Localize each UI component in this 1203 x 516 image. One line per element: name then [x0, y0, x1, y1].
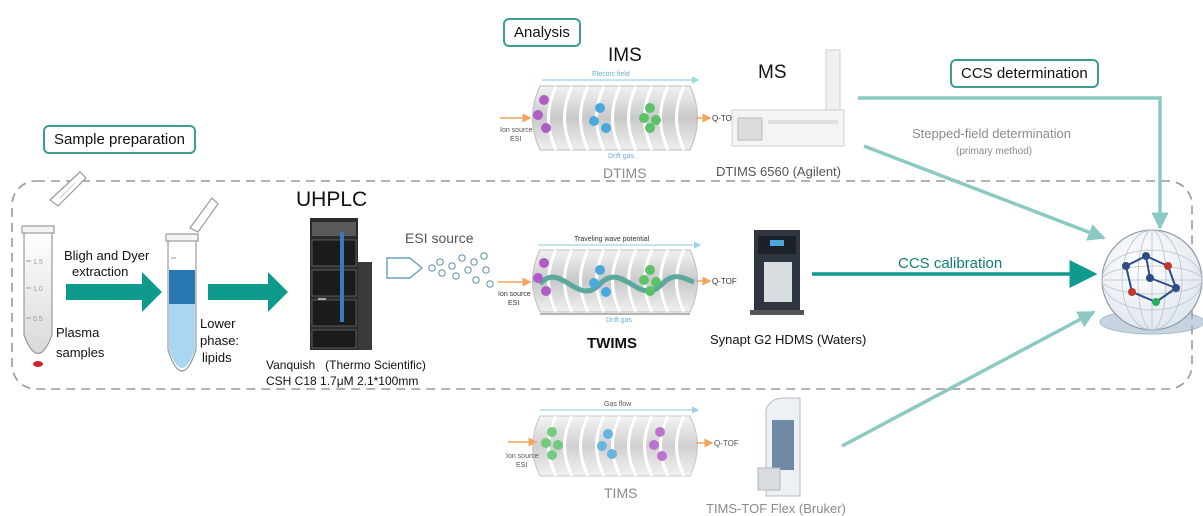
- esi-source-title: ESI source: [405, 230, 474, 246]
- twims-label: TWIMS: [587, 335, 637, 352]
- tims-tof-label: TIMS-TOF Flex (Bruker): [706, 501, 846, 516]
- tims-ion-source-label-1: Ion source: [506, 453, 539, 460]
- sample-preparation-box: Sample preparation: [43, 125, 196, 154]
- ccs-determination-box: CCS determination: [950, 59, 1099, 88]
- uhplc-title: UHPLC: [296, 188, 367, 211]
- ms-title: MS: [758, 62, 787, 83]
- tims-tube: [532, 415, 698, 477]
- plasma-label-1: Plasma: [56, 325, 100, 340]
- twims-ion-source-label-1: Ion source: [498, 291, 531, 298]
- ims-title: IMS: [608, 45, 642, 66]
- uhplc-instrument-label: Vanquish (Thermo Scientific): [266, 358, 426, 372]
- uhplc-instrument: [310, 218, 372, 350]
- plasma-tube: 1.5 1.0 0.5: [21, 171, 87, 367]
- primary-method-label: (primary method): [956, 146, 1032, 157]
- arrow-dtims-to-ccs: [863, 144, 1106, 241]
- electric-field-label: Electric field: [592, 71, 630, 78]
- arrow-to-uhplc: [208, 272, 288, 312]
- tims-qtof-label: Q-TOF: [714, 439, 739, 448]
- ccs-calibration-label: CCS calibration: [898, 255, 1002, 272]
- twims-tube: [532, 249, 698, 313]
- twims-qtof-label: Q-TOF: [712, 277, 737, 286]
- twims-drift-gas-label: Drift gas: [606, 317, 633, 324]
- plasma-label-2: samples: [56, 345, 105, 360]
- traveling-wave-label: Traveling wave potential: [574, 236, 650, 243]
- analysis-box: Analysis: [503, 18, 581, 47]
- esi-needle: [386, 257, 424, 279]
- lower-phase-label-2: phase:: [200, 333, 239, 348]
- arrow-tims-to-ccs: [841, 310, 1096, 448]
- tims-ion-source-label-2: ESI: [516, 462, 527, 469]
- tube-mark-2: 1.0: [33, 286, 43, 293]
- gas-flow-label: Gas flow: [604, 401, 632, 408]
- bligh-dyer-label-2: extraction: [72, 264, 128, 279]
- stepped-field-label: Stepped-field determination: [912, 126, 1071, 141]
- bligh-dyer-label-1: Bligh and Dyer: [64, 248, 150, 263]
- uhplc-column-label: CSH C18 1.7μM 2.1*100mm: [266, 374, 418, 388]
- dtims-ion-source-label-2: ESI: [510, 136, 521, 143]
- arrow-stepped-field: [858, 96, 1169, 230]
- dtims-6560-instrument: [731, 49, 845, 147]
- lipid-phase-tube: [165, 197, 219, 372]
- tims-label: TIMS: [604, 485, 637, 501]
- tims-tof-flex-instrument: [757, 397, 801, 497]
- esi-spray-ions: [428, 252, 494, 288]
- twims-ion-source-label-2: ESI: [508, 300, 519, 307]
- dtims-drift-gas-label: Drift gas: [608, 153, 635, 160]
- tube-mark-3: 0.5: [33, 316, 43, 323]
- synapt-g2-instrument: [750, 230, 804, 315]
- synapt-label: Synapt G2 HDMS (Waters): [710, 332, 866, 347]
- dtims-6560-label: DTIMS 6560 (Agilent): [716, 164, 841, 179]
- tube-mark-1: 1.5: [33, 259, 43, 266]
- dtims-ion-source-label-1: Ion source: [500, 127, 533, 134]
- dtims-qtof-label: Q-TOF: [712, 114, 737, 123]
- dtims-drift-tube: [532, 85, 698, 151]
- lower-phase-label-1: Lower: [200, 316, 236, 331]
- dtims-label: DTIMS: [603, 165, 647, 181]
- ccs-molecule-sphere: [1099, 229, 1203, 335]
- lower-phase-label-3: lipids: [202, 350, 232, 365]
- arrow-extraction: [66, 272, 162, 312]
